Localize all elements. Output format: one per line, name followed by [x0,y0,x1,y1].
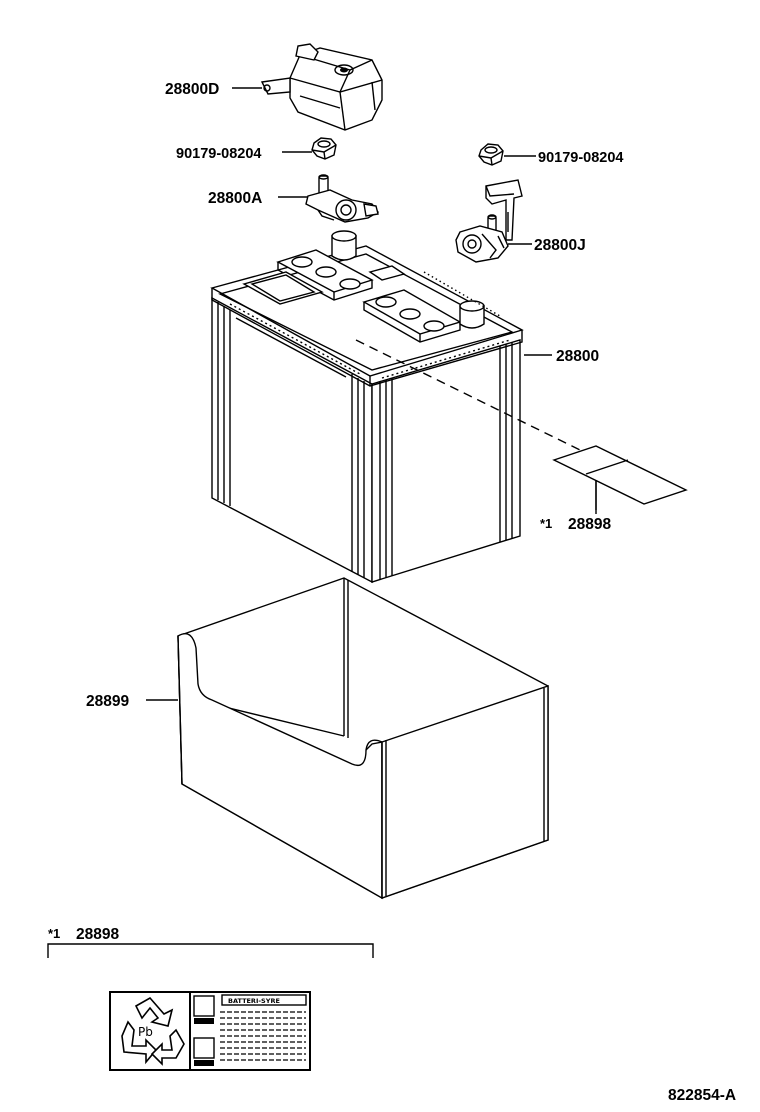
label-cover: 28800D [165,81,219,98]
detail-section: *1 28898 Pb BATTERI-SYRE [47,926,374,1071]
battery-tray [177,577,549,900]
recycle-text: Pb [138,1025,153,1039]
label-sticker: Pb BATTERI-SYRE [109,991,311,1071]
sticker-header: BATTERI-SYRE [228,997,280,1005]
drawing-number: 822854-A [668,1087,736,1104]
label-battery-label: 28898 [568,516,611,533]
battery-terminal-j [455,179,523,263]
recycle-icon: Pb [121,996,185,1066]
detail-part-number: 28898 [76,926,119,943]
battery [210,230,581,584]
label-terminal-a: 28800A [208,190,262,207]
label-mark-1: *1 [540,516,552,531]
label-tray: 28899 [86,693,129,710]
label-battery: 28800 [556,348,599,365]
battery-terminal-a [305,174,380,223]
label-nut-right: 90179-08204 [538,150,623,166]
label-nut-left: 90179-08204 [176,146,261,162]
nut-right [478,143,504,166]
nut-left [311,137,337,160]
battery-label [552,445,688,510]
terminal-cover [260,43,383,131]
leaders [146,87,597,701]
label-terminal-j: 28800J [534,237,586,254]
detail-mark: *1 [48,926,60,941]
